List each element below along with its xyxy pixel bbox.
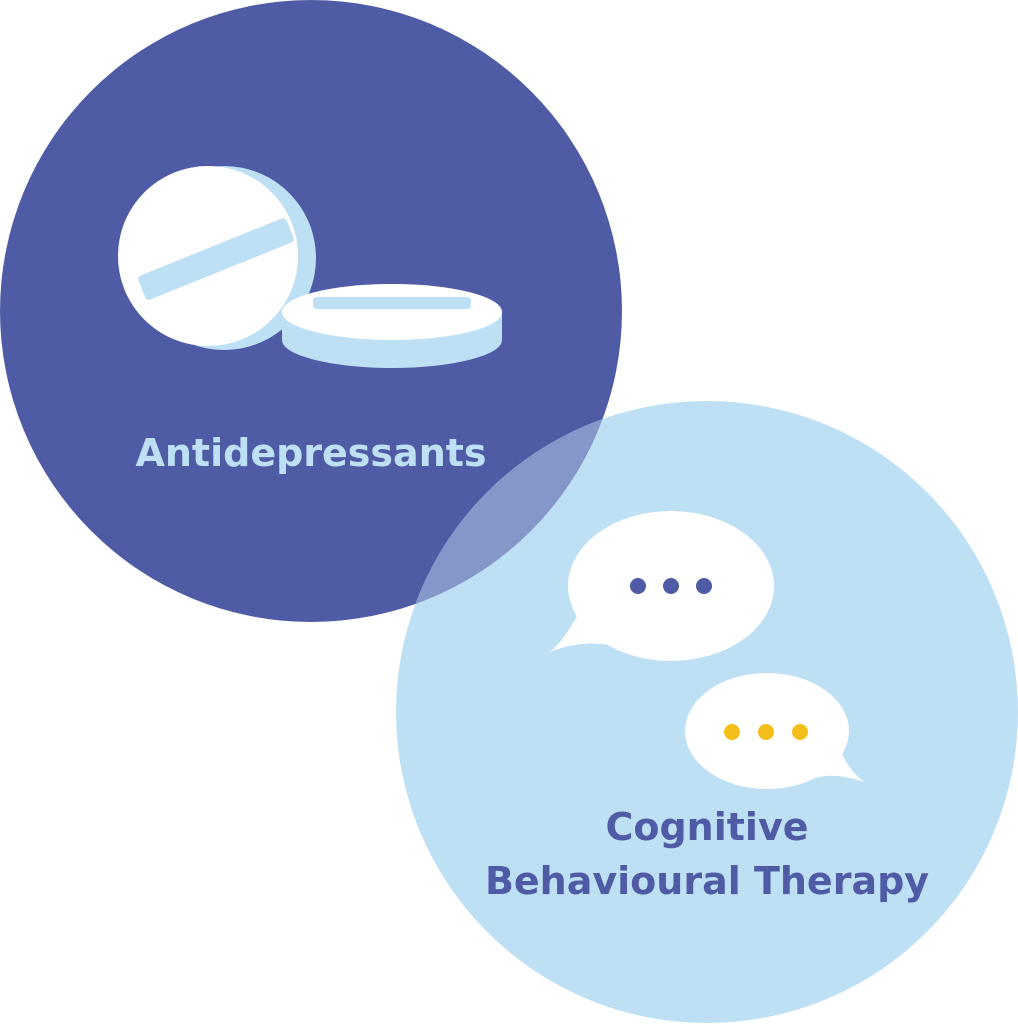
antidepressants-label: Antidepressants	[135, 431, 486, 475]
cbt-label-line-2: Behavioural Therapy	[485, 859, 929, 903]
speech-bubbles-icon	[550, 511, 864, 789]
cbt-label-line-1: Cognitive	[605, 805, 808, 849]
pills-icon	[118, 166, 502, 368]
